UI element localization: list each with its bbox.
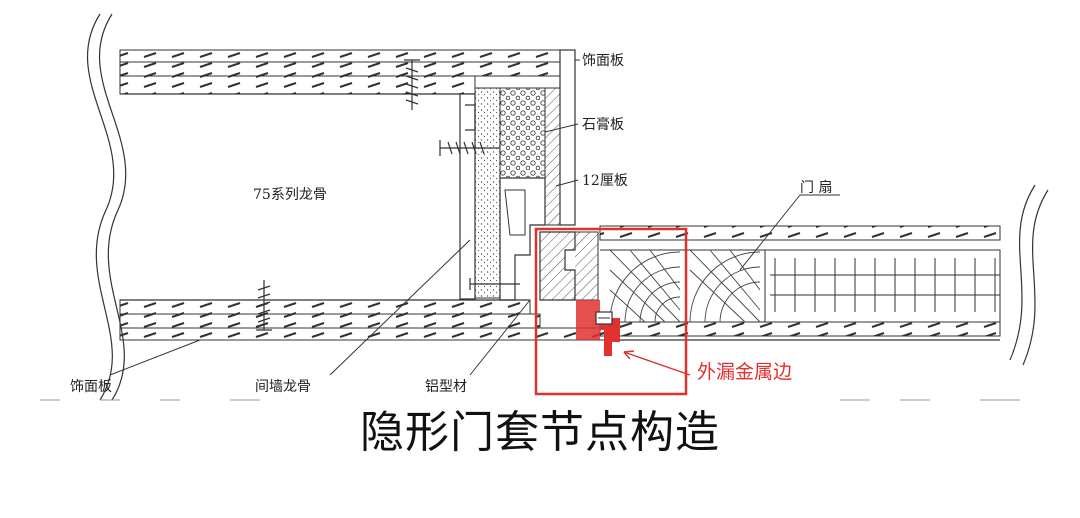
break-line-right-2 xyxy=(1022,189,1049,366)
metal-edge-arrow xyxy=(623,350,691,376)
leader-lines xyxy=(109,59,840,376)
label-metal-edge: 外漏金属边 xyxy=(697,361,793,383)
diagram-caption: 隐形门套节点构造 xyxy=(360,407,720,458)
door-leaf xyxy=(599,225,1001,341)
label-gypsum: 石膏板 xyxy=(582,117,624,133)
bottom-wall-panel xyxy=(119,299,611,341)
screw-icon-lower xyxy=(469,278,520,290)
wall-end-layers xyxy=(459,49,576,301)
label-facing-bottom: 饰面板 xyxy=(70,379,112,395)
label-door-leaf: 门 扇 xyxy=(800,180,833,196)
highlight-box xyxy=(534,227,688,396)
aluminum-profile xyxy=(539,231,599,301)
label-75-keel: 75系列龙骨 xyxy=(253,187,327,203)
break-line-left-2 xyxy=(87,13,115,401)
top-wall-panel xyxy=(119,49,576,95)
screw-icon-side xyxy=(439,140,500,156)
label-12mm-board: 12厘板 xyxy=(582,173,628,189)
label-aluminum: 铝型材 xyxy=(425,379,467,395)
screw-icon-top xyxy=(404,59,420,110)
break-line-left xyxy=(99,13,127,401)
screw-icon-bottom xyxy=(256,280,272,331)
bracket-icon xyxy=(465,104,476,131)
label-facing-top: 饰面板 xyxy=(582,53,624,69)
label-partition-keel: 间墙龙骨 xyxy=(255,379,311,395)
break-line-right xyxy=(1009,184,1036,361)
metal-edge-highlight xyxy=(576,300,620,356)
